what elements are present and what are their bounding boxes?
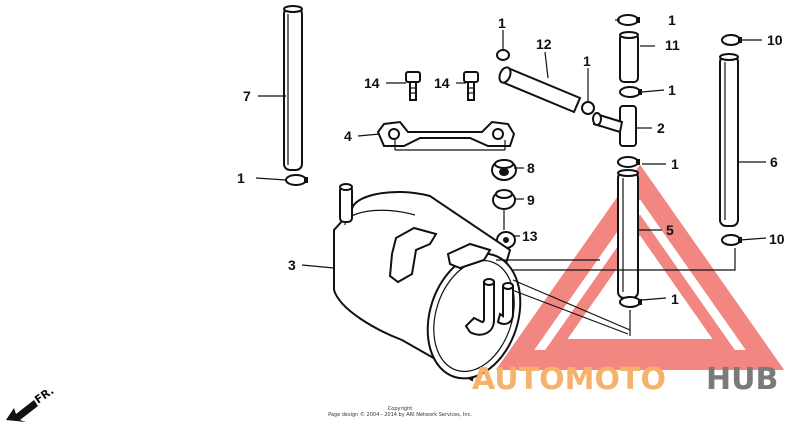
bolt-14-right (463, 71, 479, 101)
watermark-triangle-inner (544, 214, 736, 351)
callout-9: 9 (527, 192, 535, 208)
tube-6 (719, 53, 739, 227)
leader-lines (255, 19, 767, 336)
callout-10-bottom: 10 (769, 231, 785, 247)
clamp-10-bottom (721, 234, 742, 246)
callout-2: 2 (657, 120, 665, 136)
copyright-line-1: Copyright (388, 406, 412, 412)
callout-14-right: 14 (434, 75, 450, 91)
callout-14-left: 14 (364, 75, 380, 91)
clamp-top-center (617, 14, 640, 26)
watermark-triangle-outer (495, 164, 785, 370)
clamp-under-tube-5 (619, 296, 642, 308)
front-direction-arrow: FR. (6, 384, 56, 422)
watermark-text-hub: HUB (706, 362, 778, 397)
watermark-text-automoto: AUTOMOTO (472, 362, 666, 397)
callout-1-left: 1 (237, 170, 245, 186)
callout-1-under-2: 1 (671, 156, 679, 172)
bracket-4 (376, 120, 516, 151)
tube-11 (619, 31, 639, 83)
clamp-under-tube-11 (619, 86, 642, 98)
callout-3: 3 (288, 257, 296, 273)
callout-11: 11 (665, 37, 680, 53)
clamp-under-tube-7 (285, 174, 308, 186)
tube-5 (617, 169, 639, 299)
joint-2 (592, 105, 637, 147)
callout-10-top: 10 (767, 32, 783, 48)
callout-7: 7 (243, 88, 251, 104)
watermark-logo (495, 164, 785, 370)
clamp-under-joint-2 (617, 156, 640, 168)
callout-6: 6 (770, 154, 778, 170)
callout-1-top-left: 1 (498, 15, 506, 31)
clamp-tube-12-right (581, 101, 595, 115)
tube-7 (283, 5, 303, 171)
grommet-9 (492, 189, 516, 230)
callout-5: 5 (666, 222, 674, 238)
callout-4: 4 (344, 128, 352, 144)
callout-12: 12 (536, 36, 552, 52)
callout-1-top-center: 1 (668, 12, 676, 28)
callout-1-above-tube-12: 1 (583, 53, 591, 69)
watermark-text: AUTOMOTO HUB (472, 362, 778, 397)
callout-13: 13 (522, 228, 538, 244)
clamp-tube-12-left (496, 49, 510, 61)
grommet-8 (491, 159, 517, 181)
canister-3 (333, 183, 522, 382)
front-arrow-icon (6, 400, 38, 422)
clamp-10-top (721, 34, 742, 46)
callout-labels: 1 12 1 1 11 1 2 1 5 1 10 6 10 7 1 14 14 … (237, 12, 785, 307)
callout-8: 8 (527, 160, 535, 176)
bolt-14-left (405, 71, 421, 101)
tube-12 (498, 66, 582, 114)
copyright-line-2: Page design © 2004 - 2014 by ARI Network… (328, 411, 472, 418)
callout-1-under-11: 1 (668, 82, 676, 98)
callout-1-bottom: 1 (671, 291, 679, 307)
